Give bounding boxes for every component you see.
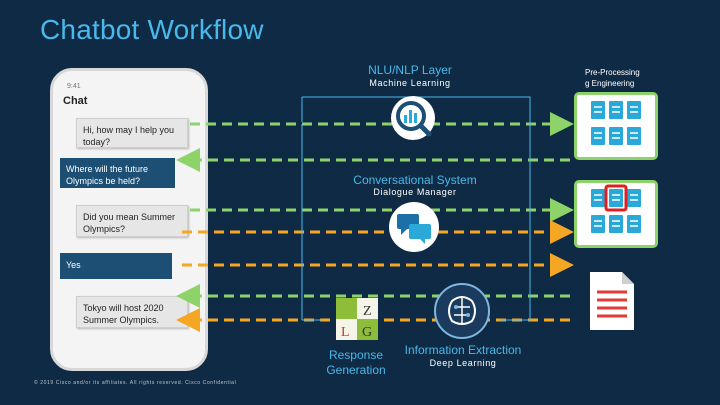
analytics-icon: [391, 96, 435, 140]
conversational-system-sub: Dialogue Manager: [373, 187, 457, 197]
conversational-system-label: Conversational System: [353, 173, 477, 187]
brain-icon: [434, 283, 490, 339]
svg-text:G: G: [362, 325, 372, 340]
chat-header-title: Chat: [63, 95, 88, 107]
chat-message-bot: Did you mean Summer Olympics?: [76, 205, 188, 237]
page-title: Chatbot Workflow: [40, 14, 264, 45]
nlu-layer-sub: Machine Learning: [369, 78, 451, 88]
chat-message-user: Yes: [60, 253, 172, 279]
documents-panel-middle: [574, 180, 658, 248]
information-extraction-label: Information Extraction: [404, 343, 522, 357]
chat-message-bot: Tokyo will host 2020 Summer Olympics.: [76, 296, 188, 328]
chat-bubbles-icon: [389, 202, 439, 252]
footer-copyright: © 2019 Cisco and/or its affiliates. All …: [34, 380, 237, 386]
highlight-box: [604, 184, 628, 212]
response-generation-label: Response Generation: [326, 348, 386, 377]
phone-status-time: 9:41: [67, 83, 81, 90]
preprocessing-label: Pre-Processing g Engineering: [585, 68, 640, 88]
svg-text:Z: Z: [363, 304, 372, 319]
document-icon: [588, 270, 636, 332]
documents-panel-top: [574, 92, 658, 160]
chat-message-user: Where will the future Olympics be held?: [60, 158, 175, 188]
response-generation-icon: Z L G: [336, 298, 378, 340]
chat-message-bot: Hi, how may I help you today?: [76, 118, 188, 148]
information-extraction-sub: Deep Learning: [429, 358, 497, 368]
nlu-layer-label: NLU/NLP Layer: [368, 63, 452, 77]
svg-text:L: L: [341, 325, 350, 340]
